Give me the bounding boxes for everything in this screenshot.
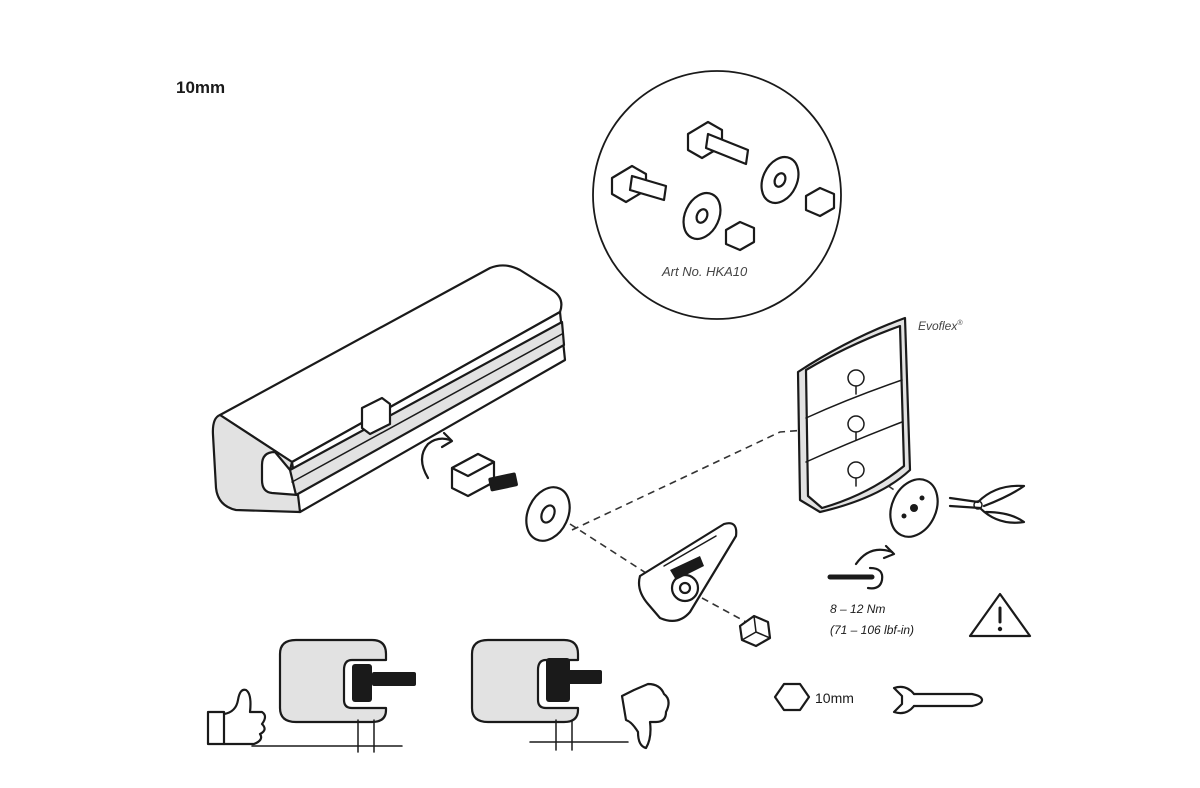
wrench-icon: [892, 685, 984, 715]
kit-bolt-2: [686, 120, 750, 166]
brand-label: Evoflex®: [918, 319, 963, 333]
brand-name: Evoflex: [918, 319, 958, 333]
kit-circle: [592, 70, 842, 320]
torque-lbfin-label: (71 – 106 lbf-in): [830, 623, 915, 637]
torque-nm-label: 8 – 12 Nm: [830, 602, 886, 616]
article-number-label: Art No. HKA10: [662, 264, 748, 279]
t-bolt: [450, 452, 518, 498]
clip-disc: [889, 478, 939, 538]
bracket: [637, 522, 738, 623]
thumbs-down-icon: [620, 682, 670, 750]
warning-icon: [968, 592, 1032, 638]
bad-fit-section: [470, 638, 629, 751]
kit-washer-2: [760, 155, 800, 205]
torque-wrench-icon: [827, 544, 896, 590]
brand-mark: ®: [957, 320, 963, 327]
nut: [738, 614, 772, 648]
kit-nut-1: [724, 220, 756, 252]
good-fit-section: [251, 638, 416, 753]
wrench-size-label-top: 10mm: [176, 78, 226, 97]
kit-washer-1: [682, 191, 722, 241]
thumbs-up-icon: [206, 688, 267, 746]
kit-bolt-1: [610, 164, 668, 204]
rail-profile: [211, 264, 567, 514]
wrench-size-label-bottom: 10mm: [815, 690, 854, 706]
evoflex-panel: [796, 316, 912, 514]
washer: [525, 486, 571, 542]
hex-nut-icon: [773, 682, 811, 712]
rotation-arrow-icon: [420, 437, 452, 480]
kit-nut-2: [804, 186, 836, 218]
pliers-icon: [948, 484, 1026, 524]
